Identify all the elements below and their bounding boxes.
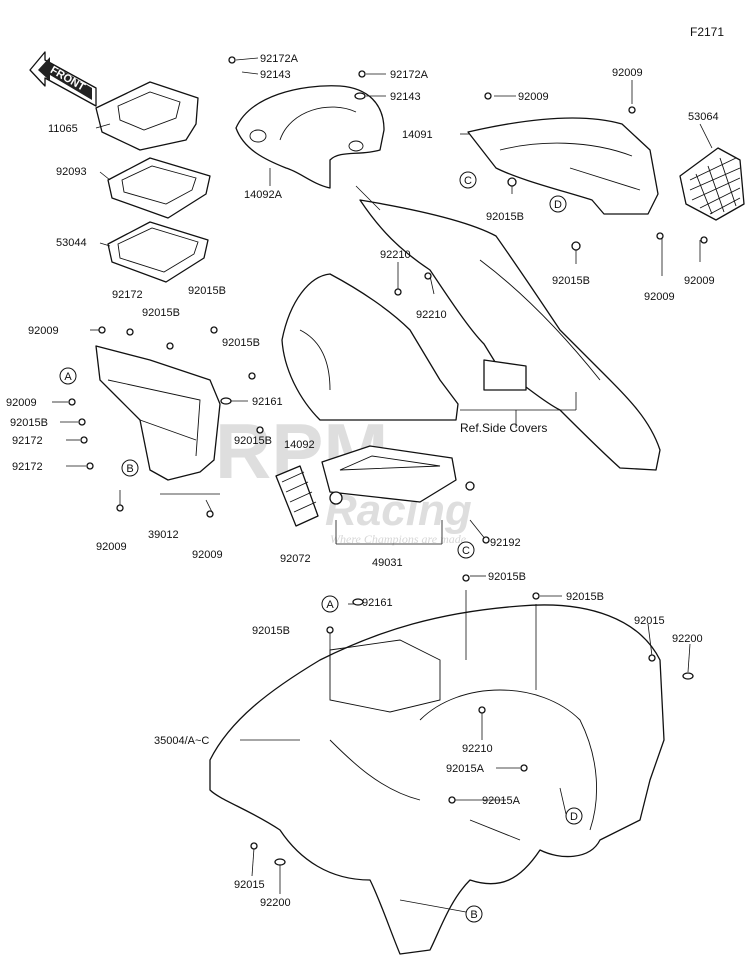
diagram-code: F2171	[690, 25, 724, 39]
label-53044: 53044	[56, 237, 87, 249]
label-92015: 92015	[234, 879, 265, 891]
part-14092-panel	[281, 273, 459, 421]
label-92161: 92161	[362, 597, 393, 609]
label-92072: 92072	[280, 553, 311, 565]
label-92172: 92172	[12, 461, 43, 473]
label-92009: 92009	[96, 541, 127, 553]
part-labels: 11065 92093 53044 92172A 92143 92172A 92…	[6, 53, 719, 909]
label-92015B: 92015B	[222, 337, 260, 349]
callout-d-bottom: D	[565, 807, 583, 825]
label-92161: 92161	[252, 396, 283, 408]
label-92210: 92210	[462, 743, 493, 755]
part-92093-frame	[107, 157, 211, 219]
label-92015A: 92015A	[446, 763, 485, 775]
label-53064: 53064	[688, 111, 719, 123]
part-92072-grille	[275, 465, 319, 527]
side-cover-ref	[359, 199, 661, 471]
callout-a-bottom: A	[321, 595, 339, 613]
label-39012: 39012	[148, 529, 179, 541]
part-11065-cover	[95, 81, 199, 151]
label-92009: 92009	[28, 325, 59, 337]
fastener-marks	[68, 56, 708, 866]
label-35004: 35004/A~C	[154, 735, 209, 747]
label-92015A: 92015A	[482, 795, 521, 807]
part-39012-bracket	[95, 345, 221, 481]
label-92143: 92143	[390, 91, 421, 103]
part-14091-cover	[467, 117, 659, 215]
label-49031: 49031	[372, 557, 403, 569]
label-92093: 92093	[56, 166, 87, 178]
part-35004-fender	[209, 604, 665, 955]
label-92009: 92009	[644, 291, 675, 303]
label-92210: 92210	[380, 249, 411, 261]
label-11065: 11065	[48, 123, 78, 135]
label-92015B: 92015B	[234, 435, 272, 447]
label-92009: 92009	[612, 67, 643, 79]
label-92172: 92172	[12, 435, 43, 447]
label-92009: 92009	[518, 91, 549, 103]
label-92192: 92192	[490, 537, 521, 549]
callout-c-label: C	[464, 175, 472, 187]
callout-a-label: A	[64, 371, 72, 383]
callout-d-label: D	[554, 199, 562, 211]
watermark-tagline: Where Champions are made	[330, 532, 467, 546]
label-92015B: 92015B	[142, 307, 180, 319]
callout-c-top: C	[459, 171, 477, 189]
label-92015B: 92015B	[188, 285, 226, 297]
label-14092A: 14092A	[244, 189, 283, 201]
label-14091: 14091	[402, 129, 433, 141]
part-53064-grille	[679, 147, 745, 221]
ref-side-covers-note: Ref.Side Covers	[460, 421, 547, 435]
callout-d-label: D	[570, 811, 578, 823]
callout-b-top: B	[121, 459, 139, 477]
label-92200: 92200	[260, 897, 291, 909]
callout-d-top: D	[549, 195, 567, 213]
callout-b-bottom: B	[465, 905, 483, 923]
label-92015B: 92015B	[252, 625, 290, 637]
callout-b-label: B	[126, 463, 133, 475]
part-14092A-cover	[235, 85, 385, 189]
label-92200: 92200	[672, 633, 703, 645]
label-92172A: 92172A	[260, 53, 299, 65]
label-92015B: 92015B	[10, 417, 48, 429]
callout-b-label: B	[470, 909, 477, 921]
label-14092: 14092	[284, 439, 315, 451]
label-92143: 92143	[260, 69, 291, 81]
callout-a-label: A	[326, 599, 334, 611]
callout-c-bottom: C	[457, 541, 475, 559]
label-92015B: 92015B	[552, 275, 590, 287]
part-49031-lid	[321, 445, 457, 503]
label-92172A: 92172A	[390, 69, 429, 81]
front-arrow-icon: FRONT	[29, 51, 97, 107]
label-92015B: 92015B	[488, 571, 526, 583]
label-92015B: 92015B	[486, 211, 524, 223]
label-92009: 92009	[6, 397, 37, 409]
part-53044-seal	[107, 221, 209, 283]
label-92172: 92172	[112, 289, 143, 301]
label-92009: 92009	[192, 549, 223, 561]
callout-c-label: C	[462, 545, 470, 557]
label-92015B: 92015B	[566, 591, 604, 603]
label-92009: 92009	[684, 275, 715, 287]
callout-a-top: A	[59, 367, 77, 385]
label-92210: 92210	[416, 309, 447, 321]
label-92015: 92015	[634, 615, 665, 627]
